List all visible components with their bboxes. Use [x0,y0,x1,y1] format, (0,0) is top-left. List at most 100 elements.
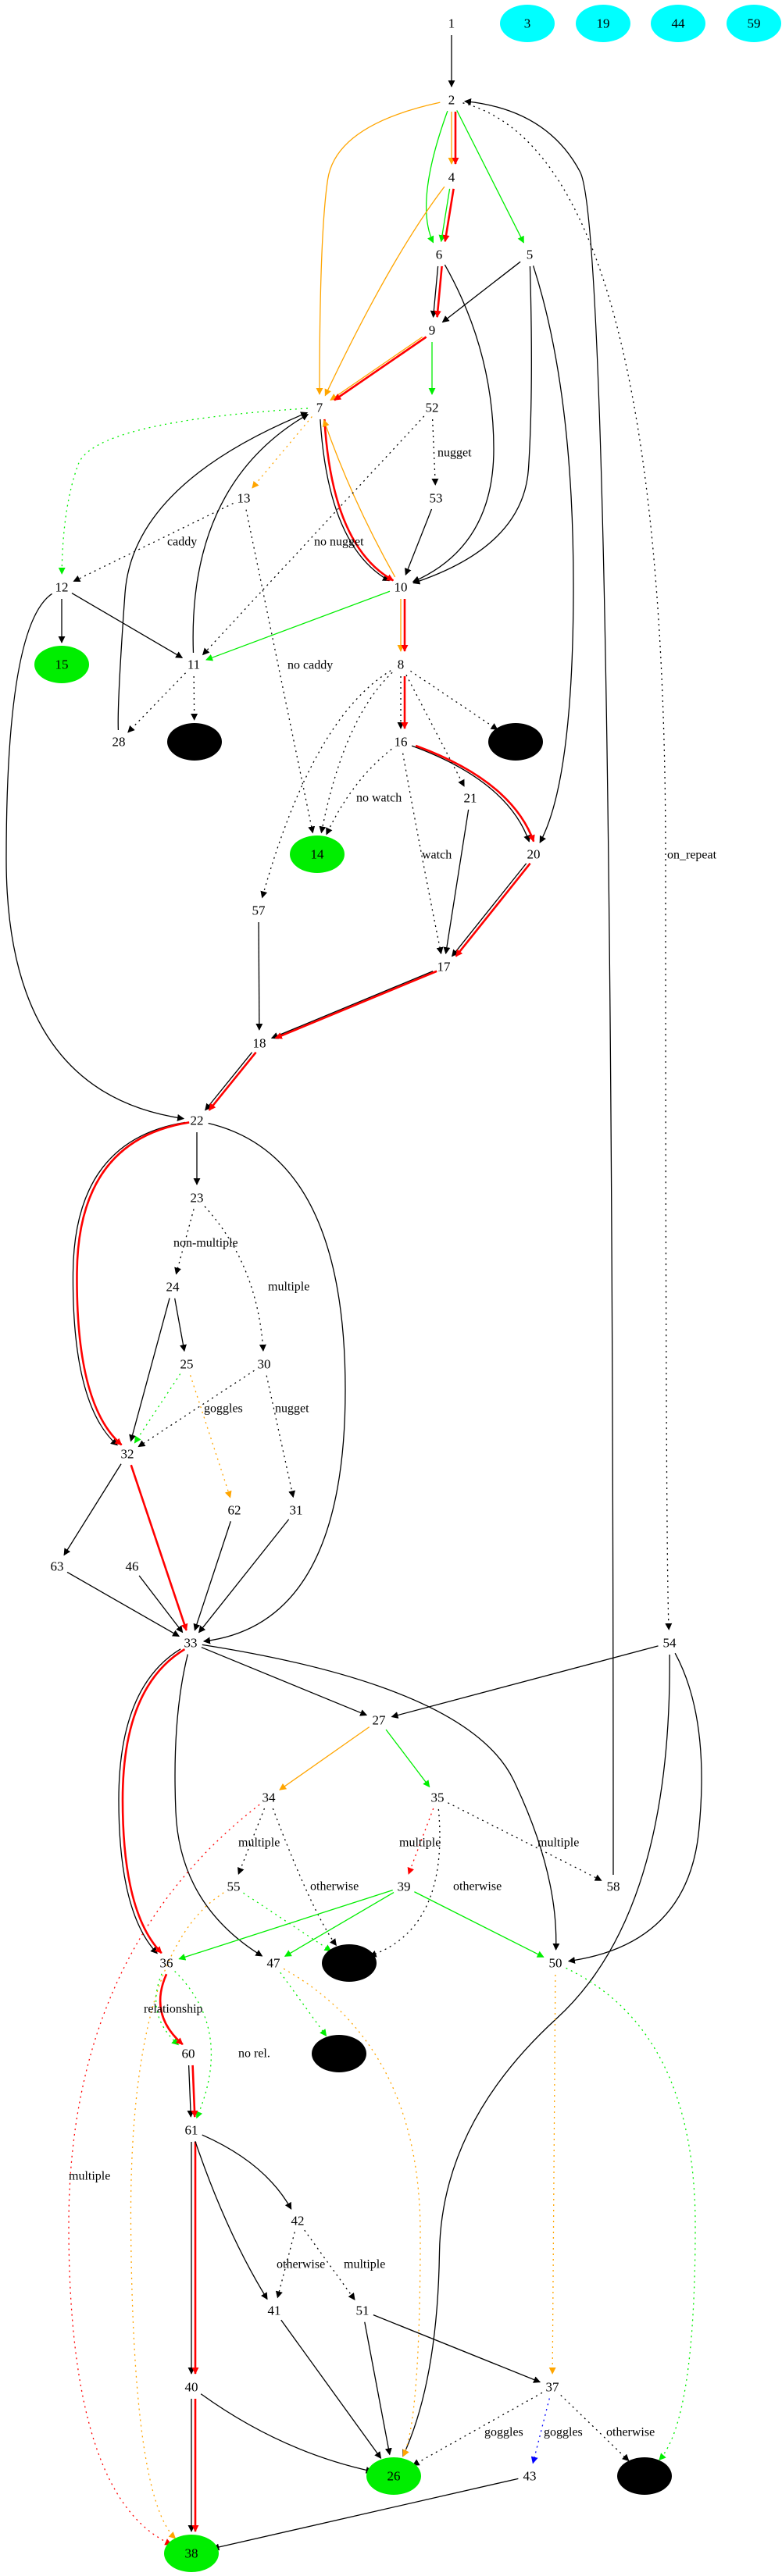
node-34[interactable]: 34 [262,1790,277,1805]
node-28[interactable]: 28 [112,735,126,750]
node-39[interactable]: 39 [398,1879,411,1894]
node-label: 43 [523,2469,537,2484]
node-44[interactable]: 44 [651,5,705,42]
edge-6-9 [430,265,439,318]
node-label: 60 [182,2047,195,2061]
node-42[interactable]: 42 [291,2214,305,2229]
node-label: 34 [262,1790,277,1805]
edge-2-5 [456,110,524,244]
node-55[interactable]: 55 [227,1879,241,1894]
node-19[interactable]: 19 [576,5,630,42]
node-label: 53 [430,491,443,506]
node-label: 6 [436,248,443,262]
edge-50-37 [548,1974,556,2375]
edge-50-b5 [566,1967,696,2461]
node-43[interactable]: 43 [523,2469,537,2484]
node-23[interactable]: 23 [191,1191,204,1206]
node-52[interactable]: 52 [426,401,439,415]
node-30[interactable]: 30 [258,1357,271,1372]
node-shape [290,836,345,873]
node-b4[interactable] [312,2035,366,2072]
node-60[interactable]: 60 [182,2047,195,2061]
edge-5-9 [441,261,521,323]
node-58[interactable]: 58 [607,1879,620,1894]
node-54[interactable]: 54 [663,1636,677,1651]
node-53[interactable]: 53 [430,491,443,506]
node-59[interactable]: 59 [727,5,781,42]
edge-6-9 [434,265,443,318]
edge-label-34-55: multiple [238,1837,280,1850]
edges-layer [5,35,702,2551]
node-25[interactable]: 25 [180,1357,194,1372]
node-14[interactable]: 14 [290,836,345,873]
node-35[interactable]: 35 [431,1790,445,1805]
node-62[interactable]: 62 [228,1503,241,1518]
node-21[interactable]: 21 [464,791,477,806]
node-4[interactable]: 4 [448,170,455,185]
node-15[interactable]: 15 [34,646,89,683]
node-6[interactable]: 6 [436,248,443,262]
node-label: 2 [448,93,455,108]
node-22[interactable]: 22 [191,1113,204,1128]
node-61[interactable]: 61 [185,2123,198,2138]
node-46[interactable]: 46 [126,1559,139,1574]
node-5[interactable]: 5 [527,248,534,262]
edge-39-36 [178,1889,393,1961]
node-label: 61 [185,2123,198,2138]
node-50[interactable]: 50 [549,1956,562,1971]
edge-51-37 [373,2314,541,2383]
node-shape [312,2035,366,2072]
node-38[interactable]: 38 [164,2535,219,2572]
node-33[interactable]: 33 [184,1636,198,1651]
node-b2[interactable] [488,723,543,761]
edge-30-32 [137,1370,255,1448]
node-11[interactable]: 11 [187,657,200,672]
node-40[interactable]: 40 [185,2380,198,2395]
node-3[interactable]: 3 [500,5,555,42]
node-7[interactable]: 7 [316,401,323,415]
node-label: 62 [228,1503,241,1518]
node-36[interactable]: 36 [160,1956,173,1971]
node-41[interactable]: 41 [268,2303,281,2318]
edge-35-58 [448,1802,602,1881]
edge-16-17 [402,753,444,955]
node-label: 23 [191,1191,204,1206]
node-12[interactable]: 12 [55,580,69,595]
node-label: 41 [268,2303,281,2318]
node-47[interactable]: 47 [267,1956,281,1971]
node-b1[interactable] [167,723,222,761]
node-26[interactable]: 26 [366,2457,421,2495]
node-shape [34,646,89,683]
node-13[interactable]: 13 [237,491,251,506]
node-shape [164,2535,219,2572]
node-16[interactable]: 16 [395,735,408,750]
edge-35-b3 [369,1808,441,1958]
node-57[interactable]: 57 [252,903,266,918]
node-8[interactable]: 8 [398,657,405,672]
node-9[interactable]: 9 [429,323,436,338]
node-51[interactable]: 51 [356,2303,370,2318]
node-2[interactable]: 2 [448,93,455,108]
node-63[interactable]: 63 [51,1559,64,1574]
node-b5[interactable] [617,2457,672,2495]
node-label: 35 [431,1790,445,1805]
edge-22-32 [76,1121,190,1446]
node-label: 55 [227,1879,241,1894]
node-label: 24 [166,1280,180,1295]
edge-9-7 [330,336,423,401]
node-1[interactable]: 1 [448,16,455,31]
node-17[interactable]: 17 [437,960,452,974]
node-31[interactable]: 31 [290,1503,303,1518]
node-27[interactable]: 27 [373,1713,387,1728]
node-b3[interactable] [322,1944,377,1982]
node-24[interactable]: 24 [166,1280,180,1295]
node-18[interactable]: 18 [253,1036,266,1051]
edge-23-24 [174,1209,195,1275]
node-20[interactable]: 20 [527,847,541,862]
node-32[interactable]: 32 [121,1447,134,1462]
edge-18-22 [205,1052,253,1111]
node-37[interactable]: 37 [546,2380,560,2395]
node-10[interactable]: 10 [395,580,408,595]
